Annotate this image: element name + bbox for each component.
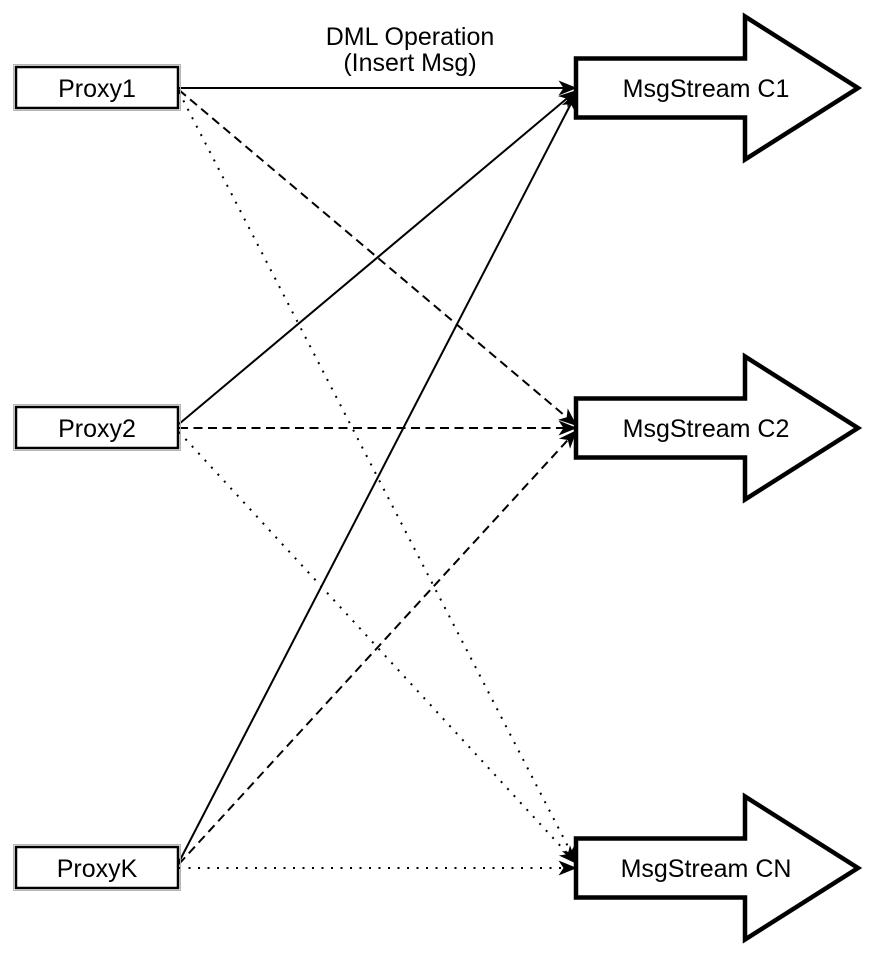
edge-proxy1-to-cn <box>178 91 578 865</box>
msgstream-c2-label: MsgStream C2 <box>623 415 790 443</box>
edge-annotation-line1: DML Operation <box>326 23 495 51</box>
msgstream-cn-label: MsgStream CN <box>621 855 792 883</box>
msgstream-c2-node <box>573 352 863 504</box>
proxyk-box-halo <box>13 844 181 891</box>
msgstream-cn-node <box>573 792 863 944</box>
proxyk-node: ProxyK <box>13 844 181 891</box>
msgstream-c1-node <box>573 12 863 164</box>
proxy1-label: Proxy1 <box>58 75 136 103</box>
edge-annotation-line2: (Insert Msg) <box>343 49 476 77</box>
proxy1-box <box>14 65 180 110</box>
edge-proxyk-to-c2 <box>178 429 578 865</box>
proxy1-box-halo <box>13 64 181 111</box>
proxy2-node: Proxy2 <box>13 404 181 451</box>
block-arrow-shape-c1 <box>573 12 863 164</box>
proxy2-box-halo <box>13 404 181 451</box>
edge-proxyk-to-c1 <box>178 91 578 863</box>
msgstream-c1-label: MsgStream C1 <box>623 75 790 103</box>
proxy1-node: Proxy1 <box>13 64 181 111</box>
proxyk-label: ProxyK <box>57 855 138 883</box>
block-arrow-shape-cn <box>573 792 863 944</box>
proxy2-label: Proxy2 <box>58 415 136 443</box>
edge-proxy2-to-c1 <box>178 89 578 425</box>
block-arrow-shape-c2 <box>573 352 863 504</box>
proxyk-box <box>14 845 180 890</box>
proxy2-box <box>14 405 180 450</box>
